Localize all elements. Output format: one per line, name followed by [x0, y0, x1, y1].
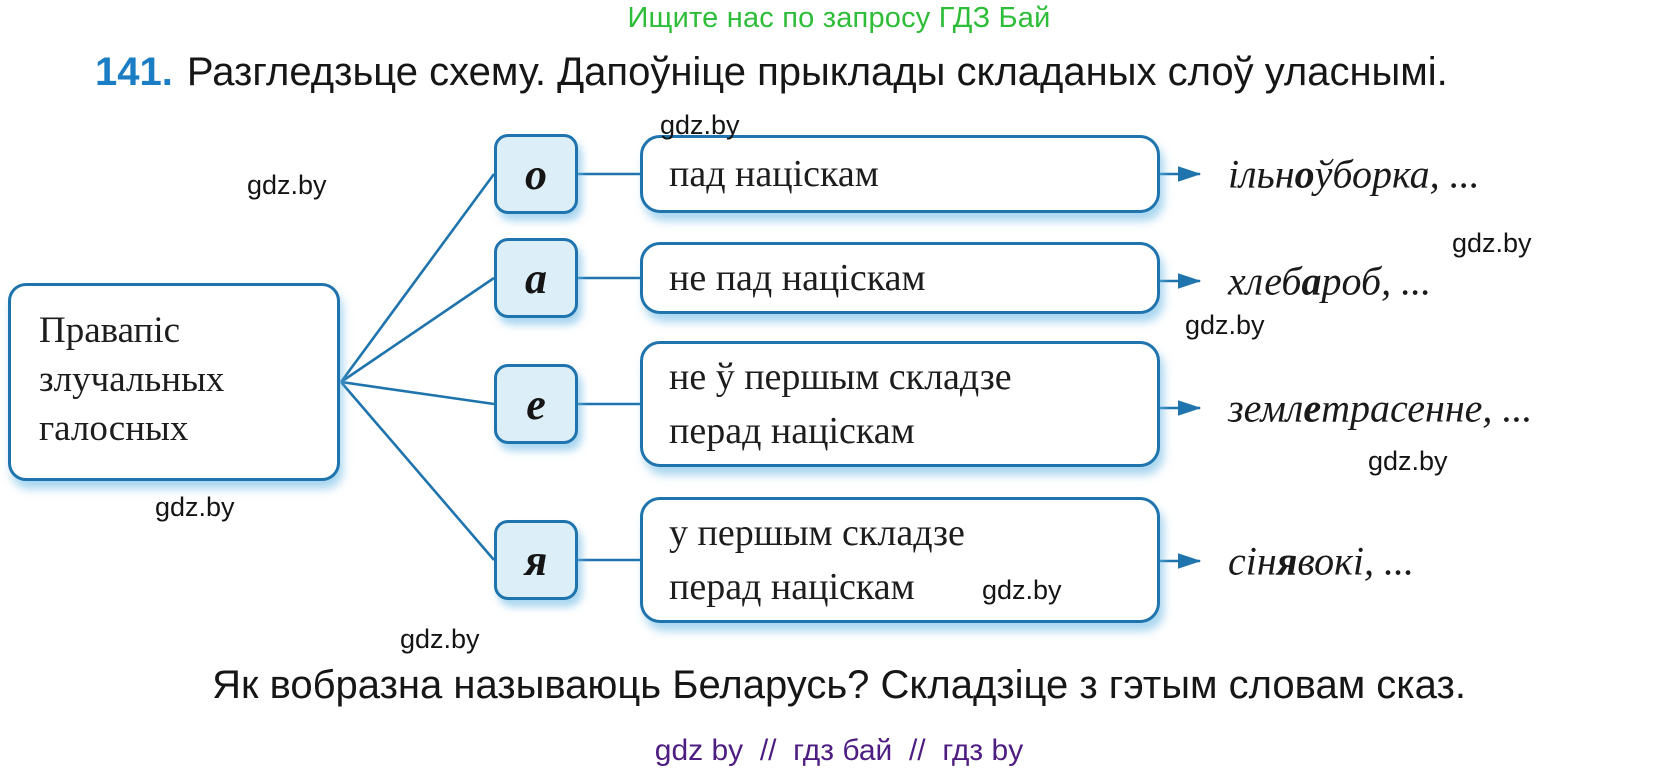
example-vowel: е: [1303, 385, 1322, 431]
example-vowel: я: [1276, 538, 1298, 584]
example-post: трасенне, ...: [1321, 385, 1533, 431]
gdz-watermark-4: gdz.by: [1185, 310, 1265, 340]
example-pre: хлеб: [1228, 258, 1302, 304]
example-word-1: ільноўборка, ...: [1228, 151, 1480, 198]
example-word-4: сінявокі, ...: [1228, 538, 1414, 585]
footer-watermark: gdz by // гдз бай // гдз by: [654, 734, 1024, 767]
gdz-watermark-2: gdz.by: [660, 110, 740, 140]
fan-line-a: [340, 276, 495, 384]
gdz-watermark-7: gdz.by: [155, 492, 235, 522]
condition-text-line-1: у першым складзе: [669, 512, 965, 554]
letter-box-a: а: [494, 238, 578, 318]
gdz-watermark-3: gdz.by: [1452, 228, 1532, 258]
root-line-1: Правапіс: [39, 310, 181, 351]
condition-text-line-2: перад націскам: [669, 410, 915, 452]
condition-box-1: пад націскам: [640, 135, 1160, 213]
fan-line-e: [340, 380, 495, 406]
condition-text: пад націскам: [669, 153, 879, 195]
gdz-watermark-5: gdz.by: [1368, 446, 1448, 476]
example-pre: ільн: [1228, 151, 1295, 197]
example-post: вокі, ...: [1297, 538, 1414, 584]
example-vowel: а: [1301, 258, 1322, 304]
example-word-2: хлебароб, ...: [1228, 258, 1431, 305]
exercise-instruction: Разгледзьце схему. Дапоўніце прыклады ск…: [186, 50, 1448, 94]
exercise-question: Як вобразна называюць Беларусь? Складзіц…: [212, 663, 1466, 707]
example-post: роб, ...: [1321, 258, 1432, 304]
gdz-watermark-8: gdz.by: [400, 624, 480, 654]
condition-box-4: у першым складзе перад націскам: [640, 497, 1160, 623]
example-pre: земл: [1228, 385, 1304, 431]
example-word-3: землетрасенне, ...: [1228, 385, 1532, 432]
letter-box-o: о: [494, 134, 578, 214]
root-concept-box: Правапіс злучальных галосных: [8, 283, 340, 481]
condition-text: не пад націскам: [669, 257, 926, 299]
root-line-2: злучальных: [39, 359, 225, 400]
gdz-watermark-1: gdz.by: [247, 170, 327, 200]
exercise-heading: 141. Разгледзьце схему. Дапоўніце прыклад…: [95, 50, 1448, 95]
condition-box-2: не пад націскам: [640, 242, 1160, 314]
gdz-watermark-6: gdz.by: [982, 575, 1062, 605]
fan-line-o: [339, 173, 496, 383]
letter-box-e: е: [494, 364, 578, 444]
root-line-3: галосных: [39, 408, 189, 449]
fan-line-ya: [340, 381, 495, 561]
letter-box-ya: я: [494, 520, 578, 600]
example-post: ўборка, ...: [1314, 151, 1480, 197]
condition-text-line-1: не ў першым складзе: [669, 356, 1012, 398]
example-pre: сін: [1228, 538, 1277, 584]
header-watermark: Ищите нас по запросу ГДЗ Бай: [627, 2, 1051, 34]
condition-box-3: не ў першым складзе перад націскам: [640, 341, 1160, 467]
exercise-number: 141.: [95, 50, 173, 94]
example-vowel: о: [1294, 151, 1315, 197]
condition-text-line-2: перад націскам: [669, 566, 915, 608]
